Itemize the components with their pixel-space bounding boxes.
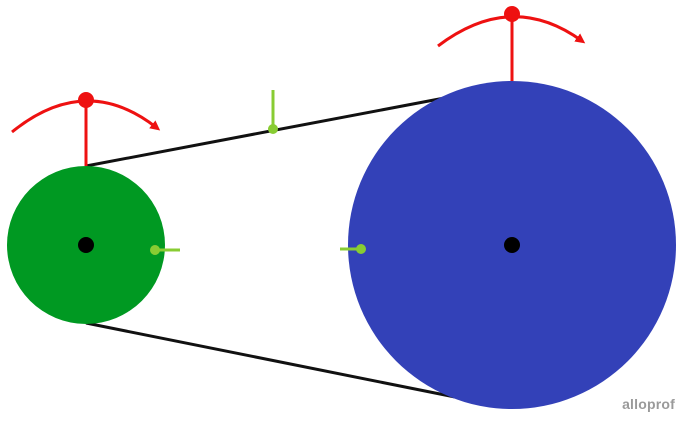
large-pulley-rotation-indicator	[437, 6, 586, 81]
curved-arrow-icon	[437, 15, 586, 48]
small-pulley-axle	[78, 237, 94, 253]
small-pulley-rotation-indicator	[11, 92, 161, 166]
belt-midpoint-marker	[268, 90, 278, 134]
alloprof-logo: alloprof	[622, 396, 675, 412]
large-pulley-axle	[504, 237, 520, 253]
belt-bottom-segment	[85, 321, 456, 399]
large-pulley-radius-marker	[340, 244, 366, 254]
small-pulley-radius-marker	[150, 245, 180, 255]
curved-arrow-icon	[11, 99, 161, 134]
